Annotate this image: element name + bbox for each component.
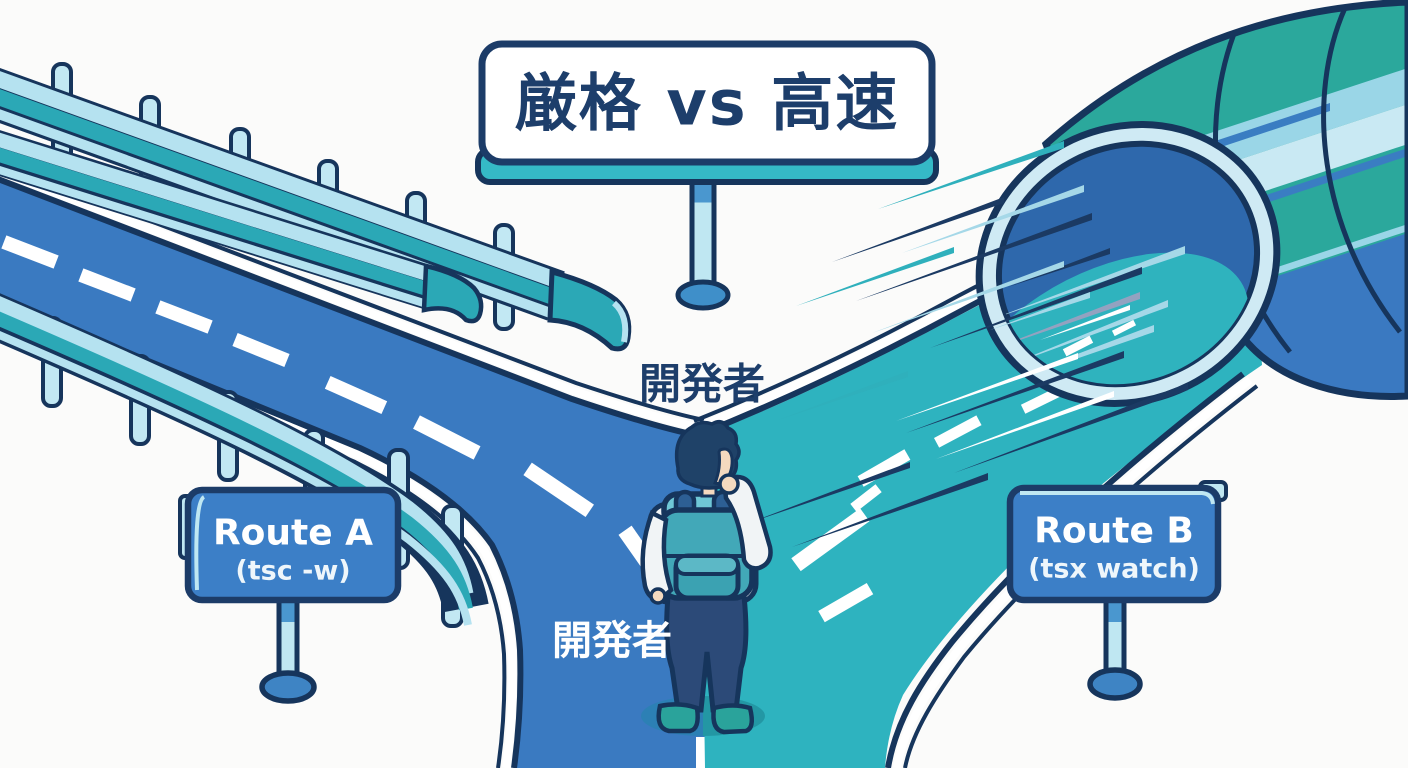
route-b-sign: Route B (tsx watch) xyxy=(1006,480,1228,701)
route-b-board xyxy=(1006,484,1222,604)
left-road-bottom-edge xyxy=(0,296,524,768)
developer-label-top: 開発者 xyxy=(639,360,765,409)
character-pants xyxy=(664,593,749,713)
left-road-bottom-outer-line xyxy=(0,311,507,768)
left-road-top-white-line xyxy=(0,167,703,432)
backpack xyxy=(657,489,755,601)
route-a-subtitle: (tsc -w) xyxy=(235,556,350,587)
backpack-pocket-lid xyxy=(674,554,740,576)
route-a-title: Route A xyxy=(213,513,373,554)
route-b-base xyxy=(1087,667,1143,701)
character-shoe-right xyxy=(711,703,755,735)
route-b-title: Route B xyxy=(1034,511,1194,552)
left-road-surface xyxy=(0,179,705,768)
character-arm-right xyxy=(721,474,773,571)
guardrail-upper-near xyxy=(0,130,484,324)
route-b-post-top xyxy=(1108,600,1122,622)
speed-lines xyxy=(746,141,1188,547)
title-sign-board xyxy=(478,40,936,166)
left-road-bottom-white-line xyxy=(0,302,517,768)
route-a-board-highlight xyxy=(194,495,206,591)
route-a-post-top xyxy=(281,600,295,622)
character-shoe-left xyxy=(656,702,700,734)
title-sign-base xyxy=(675,279,731,311)
tunnel xyxy=(961,0,1408,429)
guardrail-end-cap-near xyxy=(421,263,484,324)
right-road-right-edge xyxy=(885,371,1245,768)
character-hand-left xyxy=(649,587,667,605)
route-a-board xyxy=(184,486,402,604)
guardrail-lower xyxy=(0,293,489,628)
developer-character xyxy=(640,420,773,736)
left-road-top-outer-line xyxy=(0,161,705,422)
route-a-base xyxy=(259,670,317,704)
title-sign: 厳格 vs 高速 xyxy=(475,40,939,311)
right-road-right-white-line xyxy=(893,376,1253,768)
route-b-subtitle: (tsx watch) xyxy=(1028,554,1200,585)
route-b-board-highlight xyxy=(1020,491,1215,505)
title-sign-label: 厳格 vs 高速 xyxy=(515,67,900,140)
tunnel-segment-joint xyxy=(1321,6,1402,334)
character-hand-right xyxy=(718,473,740,495)
developer-label-bottom: 開発者 xyxy=(552,618,672,664)
route-a-sign: Route A (tsc -w) xyxy=(178,486,402,704)
right-road-right-outer-line xyxy=(903,384,1259,768)
guardrail-end-cap-far xyxy=(547,268,632,352)
